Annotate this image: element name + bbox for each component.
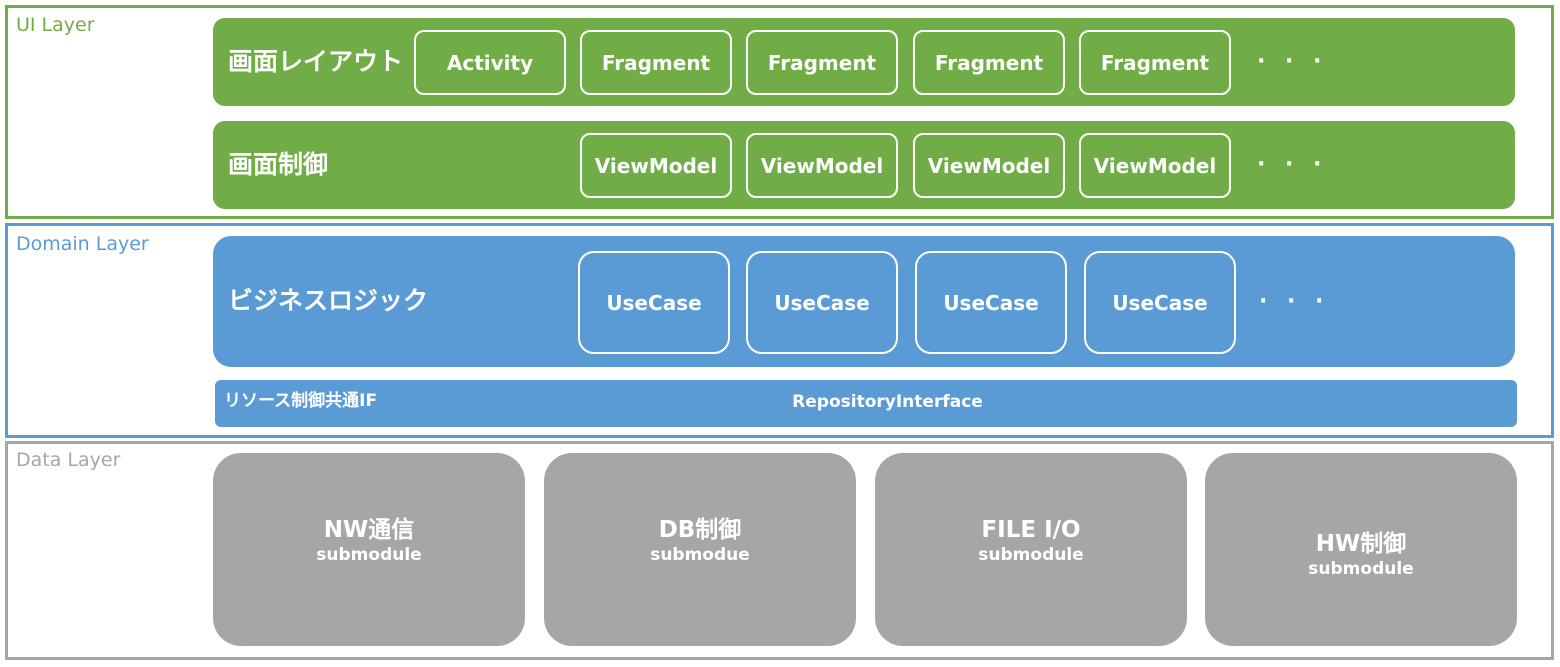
viewmodel-box: ViewModel [1079, 133, 1231, 198]
screen-layout-title: 画面レイアウト [228, 47, 404, 76]
fragment-box: Fragment [913, 30, 1065, 95]
ellipsis: · · · [1259, 289, 1330, 314]
nw-communication-module: NW通信 submodule [213, 453, 525, 646]
module-title: FILE I/O [981, 516, 1081, 543]
ui-layer-label: UI Layer [16, 14, 95, 36]
activity-box: Activity [414, 30, 566, 95]
ui-layer-frame [5, 5, 1554, 219]
file-io-module: FILE I/O submodule [875, 453, 1187, 646]
db-control-module: DB制御 submodue [544, 453, 856, 646]
usecase-box: UseCase [746, 251, 898, 354]
fragment-box: Fragment [1079, 30, 1231, 95]
repository-interface-bar [215, 380, 1517, 427]
data-layer-frame [5, 441, 1554, 660]
resource-control-common-if-label: リソース制御共通IF [224, 391, 378, 411]
business-logic-title: ビジネスロジック [228, 286, 429, 315]
usecase-box: UseCase [1084, 251, 1236, 354]
data-layer-label: Data Layer [16, 449, 121, 471]
module-subtitle: submodule [316, 544, 422, 565]
screen-control-bar [213, 121, 1515, 209]
usecase-box: UseCase [915, 251, 1067, 354]
ellipsis: · · · [1257, 152, 1328, 177]
viewmodel-box: ViewModel [913, 133, 1065, 198]
domain-layer-label: Domain Layer [16, 233, 149, 255]
domain-layer-frame [5, 223, 1554, 438]
repository-interface-label: RepositoryInterface [792, 392, 983, 412]
hw-control-module: HW制御 submodule [1205, 453, 1517, 646]
module-title: HW制御 [1315, 530, 1407, 557]
module-title: DB制御 [658, 516, 742, 543]
screen-layout-bar [213, 18, 1515, 106]
usecase-box: UseCase [578, 251, 730, 354]
module-title: NW通信 [323, 516, 415, 543]
business-logic-bar [213, 236, 1515, 367]
ellipsis: · · · [1257, 49, 1328, 74]
fragment-box: Fragment [580, 30, 732, 95]
fragment-box: Fragment [746, 30, 898, 95]
screen-control-title: 画面制御 [228, 150, 329, 179]
viewmodel-box: ViewModel [746, 133, 898, 198]
module-subtitle: submodule [978, 544, 1084, 565]
module-subtitle: submodule [1308, 558, 1414, 579]
module-subtitle: submodue [650, 544, 750, 565]
viewmodel-box: ViewModel [580, 133, 732, 198]
